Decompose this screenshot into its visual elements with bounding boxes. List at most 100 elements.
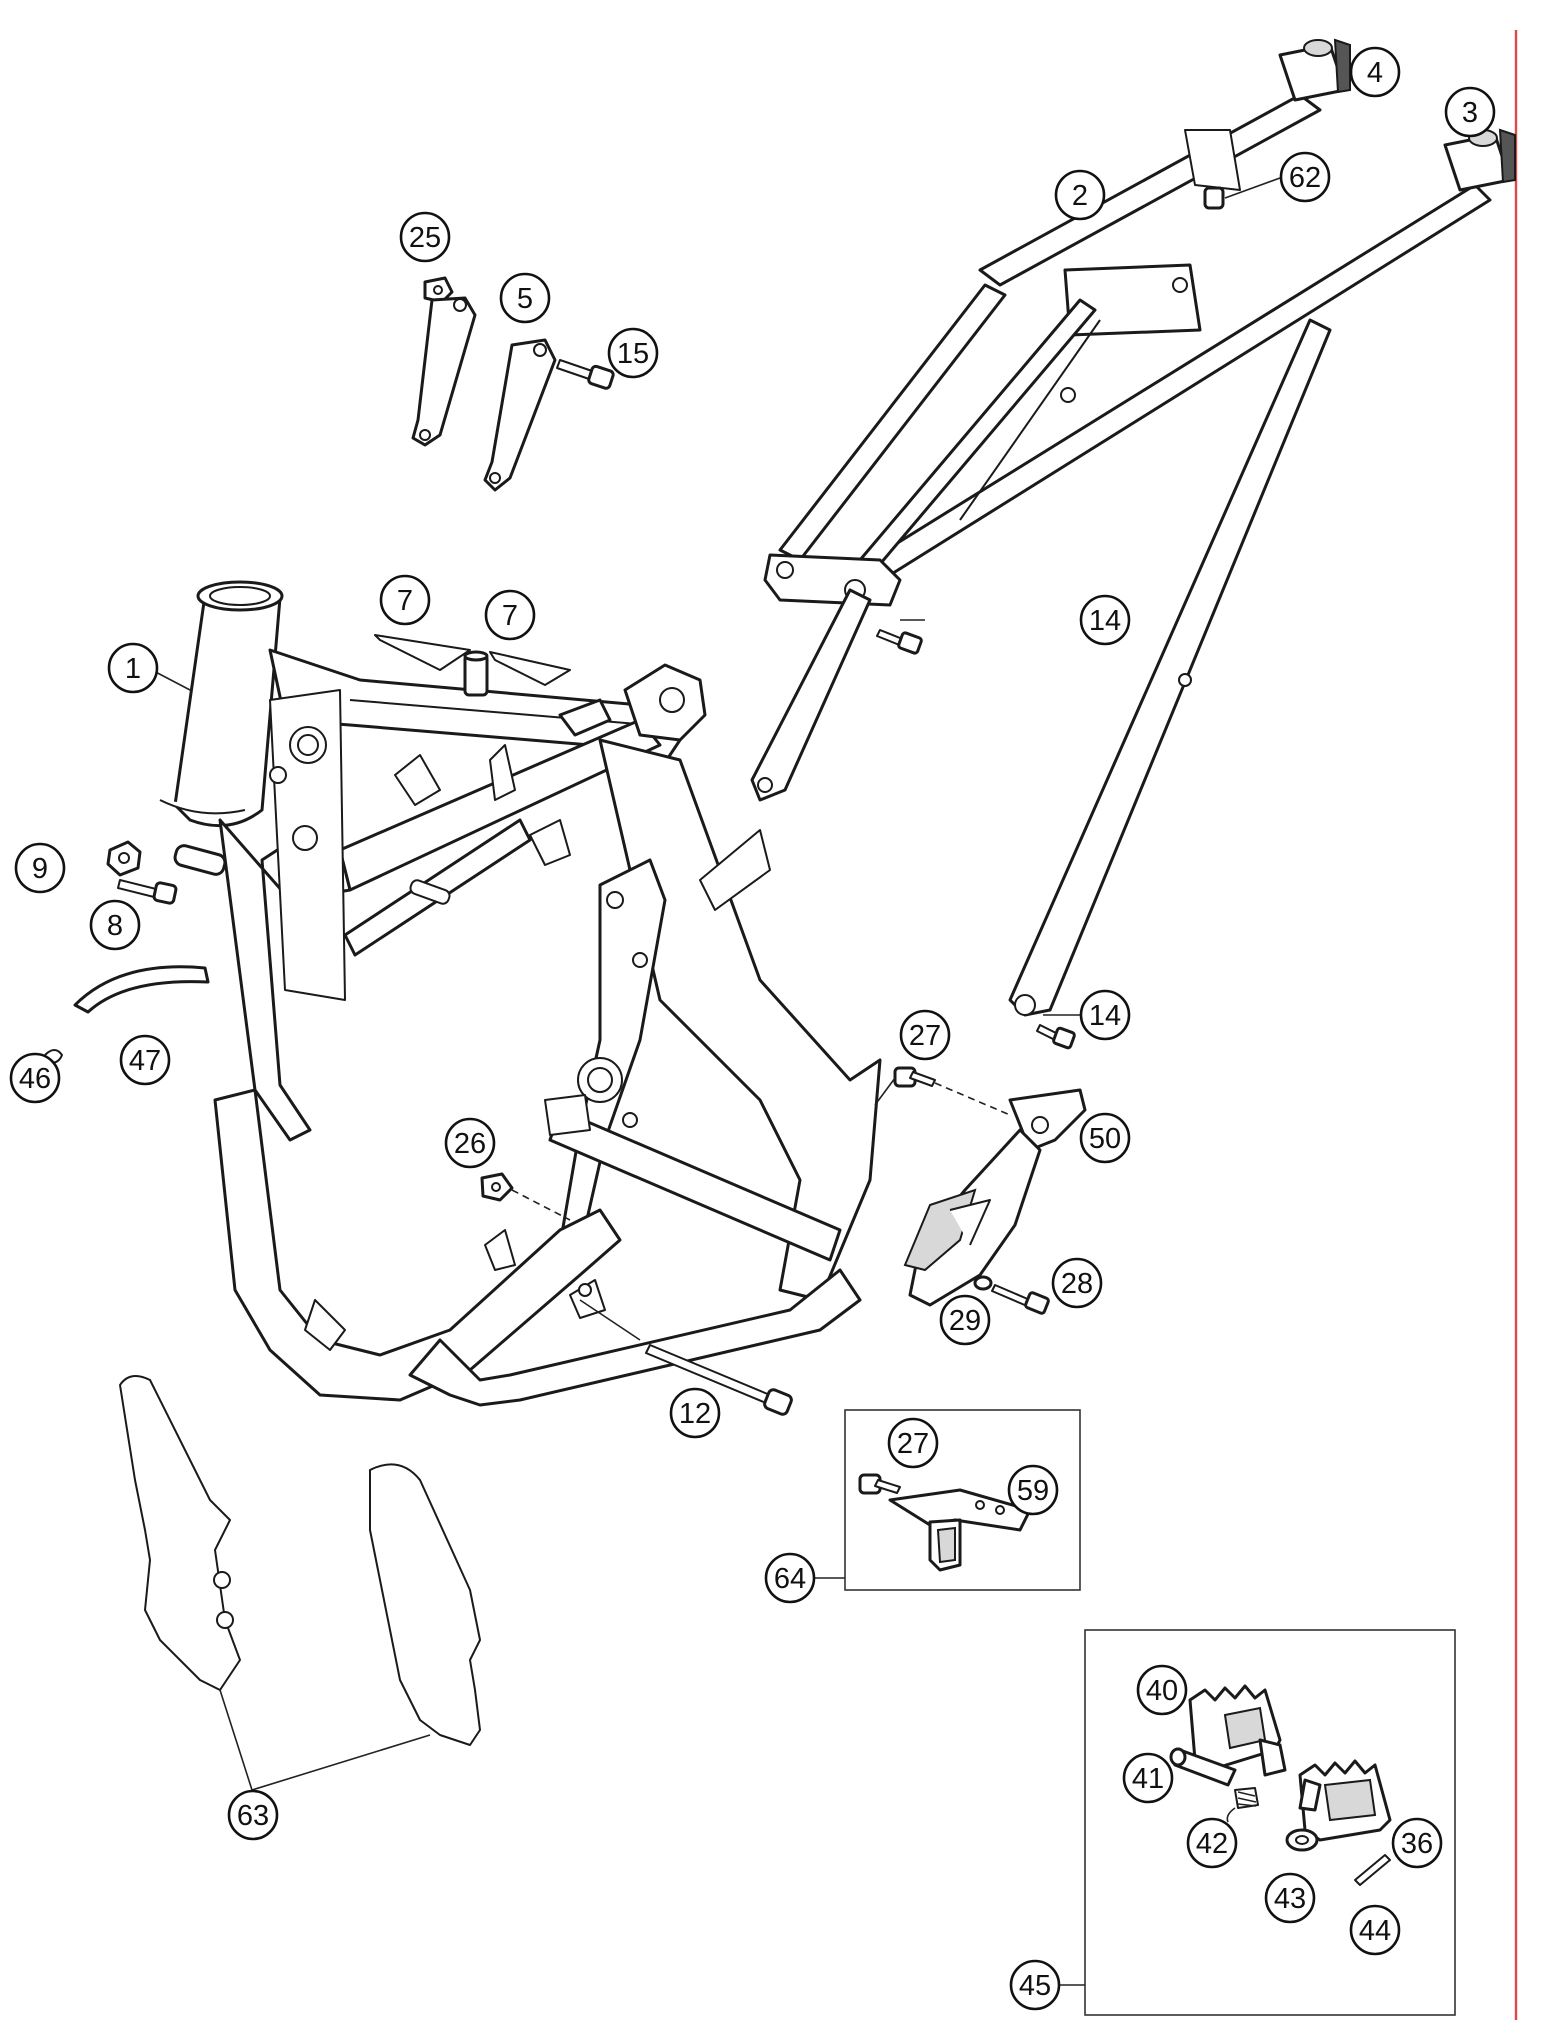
main-frame — [159, 580, 882, 1407]
callout-44: 44 — [1349, 1904, 1401, 1956]
bolt-28 — [991, 1284, 1050, 1315]
callout-label: 9 — [32, 853, 48, 885]
callout-29: 29 — [939, 1294, 991, 1346]
callout-label: 15 — [617, 338, 649, 370]
callout-circle — [1186, 1817, 1238, 1869]
bolt-8 — [117, 879, 178, 905]
callout-7: 7 — [379, 574, 431, 626]
callout-label: 40 — [1146, 1675, 1178, 1707]
callout-label: 46 — [19, 1063, 51, 1095]
callout-label: 44 — [1359, 1915, 1391, 1947]
callout-label: 47 — [129, 1045, 161, 1077]
callout-label: 63 — [237, 1800, 269, 1832]
callout-2: 2 — [1054, 169, 1106, 221]
chain-guide-59 — [858, 1473, 1032, 1572]
callout-25: 25 — [399, 211, 451, 263]
callout-circle — [899, 1009, 951, 1061]
callout-62: 62 — [1279, 151, 1331, 203]
callout-28: 28 — [1051, 1257, 1103, 1309]
callout-label: 41 — [1132, 1763, 1164, 1795]
callout-circle — [887, 1417, 939, 1469]
callout-circle — [1349, 1904, 1401, 1956]
callout-5: 5 — [499, 272, 551, 324]
callout-label: 64 — [774, 1563, 806, 1595]
bolt-62 — [1203, 177, 1281, 210]
callout-63: 63 — [227, 1789, 279, 1841]
callout-27: 27 — [887, 1417, 939, 1469]
nut-25 — [423, 276, 454, 304]
callout-circle — [1054, 169, 1106, 221]
bolt-15 — [556, 359, 615, 390]
callout-14: 14 — [1079, 594, 1131, 646]
callout-circle — [607, 327, 659, 379]
callout-8: 8 — [89, 899, 141, 951]
callout-circle — [1051, 1257, 1103, 1309]
end-cap-4 — [1278, 38, 1351, 102]
callout-27: 27 — [899, 1009, 951, 1061]
chain-guide-kit-box — [844, 1409, 1081, 1591]
callout-label: 4 — [1367, 57, 1383, 89]
nut-26 — [480, 1172, 571, 1221]
end-cap-3 — [1443, 128, 1516, 192]
callout-59: 59 — [1007, 1464, 1059, 1516]
bolt-27 — [893, 1066, 1011, 1116]
callout-circle — [399, 211, 451, 263]
bolt-14-upper — [876, 629, 923, 655]
callout-3: 3 — [1444, 86, 1496, 138]
callout-circle — [669, 1387, 721, 1439]
nut-9 — [106, 840, 142, 877]
washer-43 — [1285, 1828, 1319, 1852]
callout-circle — [1122, 1752, 1174, 1804]
callout-15: 15 — [607, 327, 659, 379]
callout-circle — [1007, 1464, 1059, 1516]
hose-47 — [73, 965, 210, 1014]
callout-46: 46 — [9, 1052, 61, 1104]
bracket-5b — [483, 338, 557, 492]
callout-circle — [1264, 1872, 1316, 1924]
callout-circle — [14, 842, 66, 894]
callout-43: 43 — [1264, 1872, 1316, 1924]
callout-47: 47 — [119, 1034, 171, 1086]
decal-7 — [374, 634, 571, 686]
callout-circle — [499, 272, 551, 324]
callout-circle — [1079, 594, 1131, 646]
callout-label: 45 — [1019, 1970, 1051, 2002]
callout-12: 12 — [669, 1387, 721, 1439]
callout-label: 28 — [1061, 1268, 1093, 1300]
washer-29 — [973, 1275, 993, 1291]
callout-26: 26 — [444, 1117, 496, 1169]
callout-circle — [1391, 1817, 1443, 1869]
callout-45: 45 — [1009, 1959, 1061, 2011]
callout-label: 5 — [517, 283, 533, 315]
cotter-pin-44 — [1354, 1854, 1391, 1886]
callout-label: 26 — [454, 1128, 486, 1160]
callout-label: 62 — [1289, 162, 1321, 194]
callout-label: 3 — [1462, 97, 1478, 129]
callout-label: 42 — [1196, 1828, 1228, 1860]
callout-circle — [484, 589, 536, 641]
bolt-14-lower — [1036, 1024, 1076, 1050]
callout-circle — [379, 574, 431, 626]
callout-42: 42 — [1186, 1817, 1238, 1869]
callout-41: 41 — [1122, 1752, 1174, 1804]
callout-circle — [89, 899, 141, 951]
callout-label: 29 — [949, 1305, 981, 1337]
callout-label: 36 — [1401, 1828, 1433, 1860]
footpeg-36 — [1298, 1759, 1392, 1842]
callout-circle — [1009, 1959, 1061, 2011]
frame-protector-63 — [119, 1375, 481, 1791]
callout-label: 14 — [1089, 1000, 1121, 1032]
callout-9: 9 — [14, 842, 66, 894]
callout-circle — [1279, 151, 1331, 203]
bracket-5a — [411, 296, 477, 447]
callout-40: 40 — [1136, 1664, 1188, 1716]
callout-label: 25 — [409, 222, 441, 254]
callout-64: 64 — [764, 1552, 816, 1604]
callout-circle — [227, 1789, 279, 1841]
callout-circle — [1349, 46, 1401, 98]
callout-circle — [1136, 1664, 1188, 1716]
pin-41 — [1169, 1747, 1237, 1787]
callout-7: 7 — [484, 589, 536, 641]
